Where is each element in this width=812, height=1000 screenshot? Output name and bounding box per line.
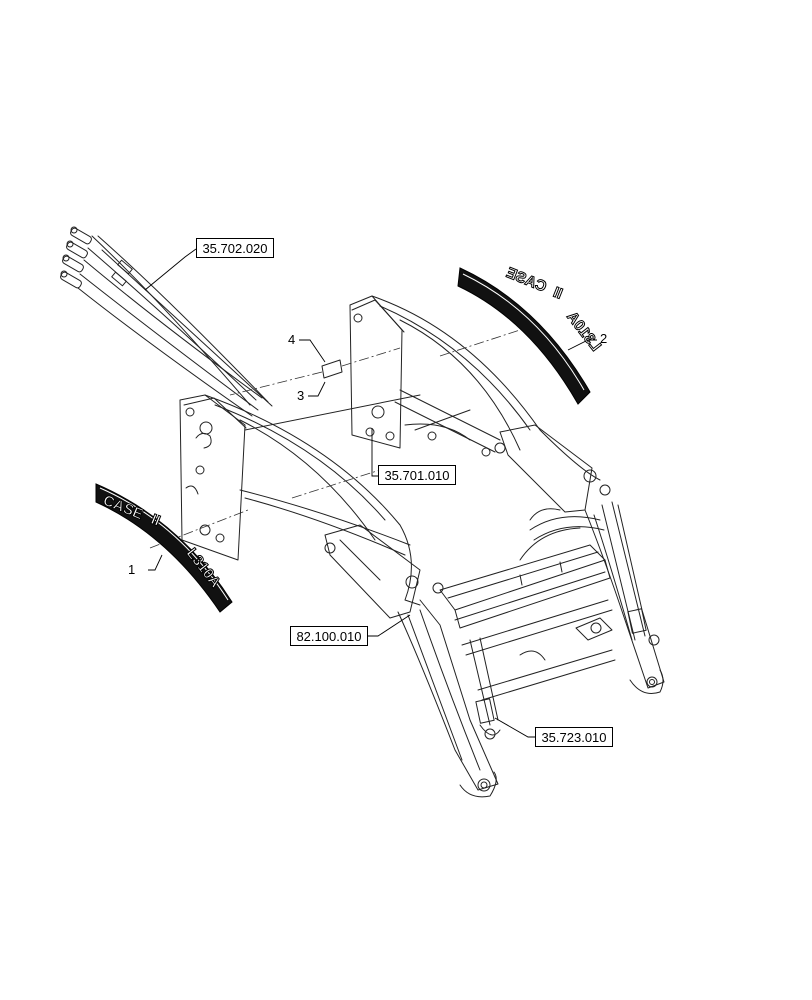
left-boom-arm bbox=[204, 394, 499, 798]
callout-2: 2 bbox=[600, 331, 608, 346]
mounting-plate bbox=[321, 359, 343, 379]
ref-crossmember[interactable]: 35.701.010 bbox=[378, 465, 456, 485]
boom-hoses bbox=[239, 489, 605, 561]
leader-lines bbox=[144, 248, 597, 738]
hydraulic-cylinders bbox=[469, 501, 660, 740]
callout-3: 3 bbox=[297, 388, 305, 403]
ref-cylinder[interactable]: 35.723.010 bbox=[535, 727, 613, 747]
decal-right-brand-suffix: II bbox=[551, 284, 565, 303]
main-crossmember bbox=[439, 544, 616, 701]
ref-hoses[interactable]: 35.702.020 bbox=[196, 238, 274, 258]
right-mounting-bracket bbox=[349, 295, 405, 449]
assembly-lines bbox=[149, 329, 521, 549]
left-mounting-bracket bbox=[179, 394, 247, 561]
decal-right-model-text: L310A bbox=[563, 308, 604, 354]
ref-frame[interactable]: 82.100.010 bbox=[290, 626, 368, 646]
callout-1: 1 bbox=[128, 562, 136, 577]
decal-right-brand-text: CASE bbox=[504, 264, 549, 295]
upper-cross-tube bbox=[244, 389, 501, 457]
callout-4: 4 bbox=[288, 332, 296, 347]
hydraulic-hose-bundle bbox=[60, 226, 273, 417]
right-boom-arm bbox=[371, 295, 665, 694]
decal-right: CASE II L310A bbox=[457, 264, 605, 405]
decal-left: CASE II L310A bbox=[95, 483, 233, 613]
